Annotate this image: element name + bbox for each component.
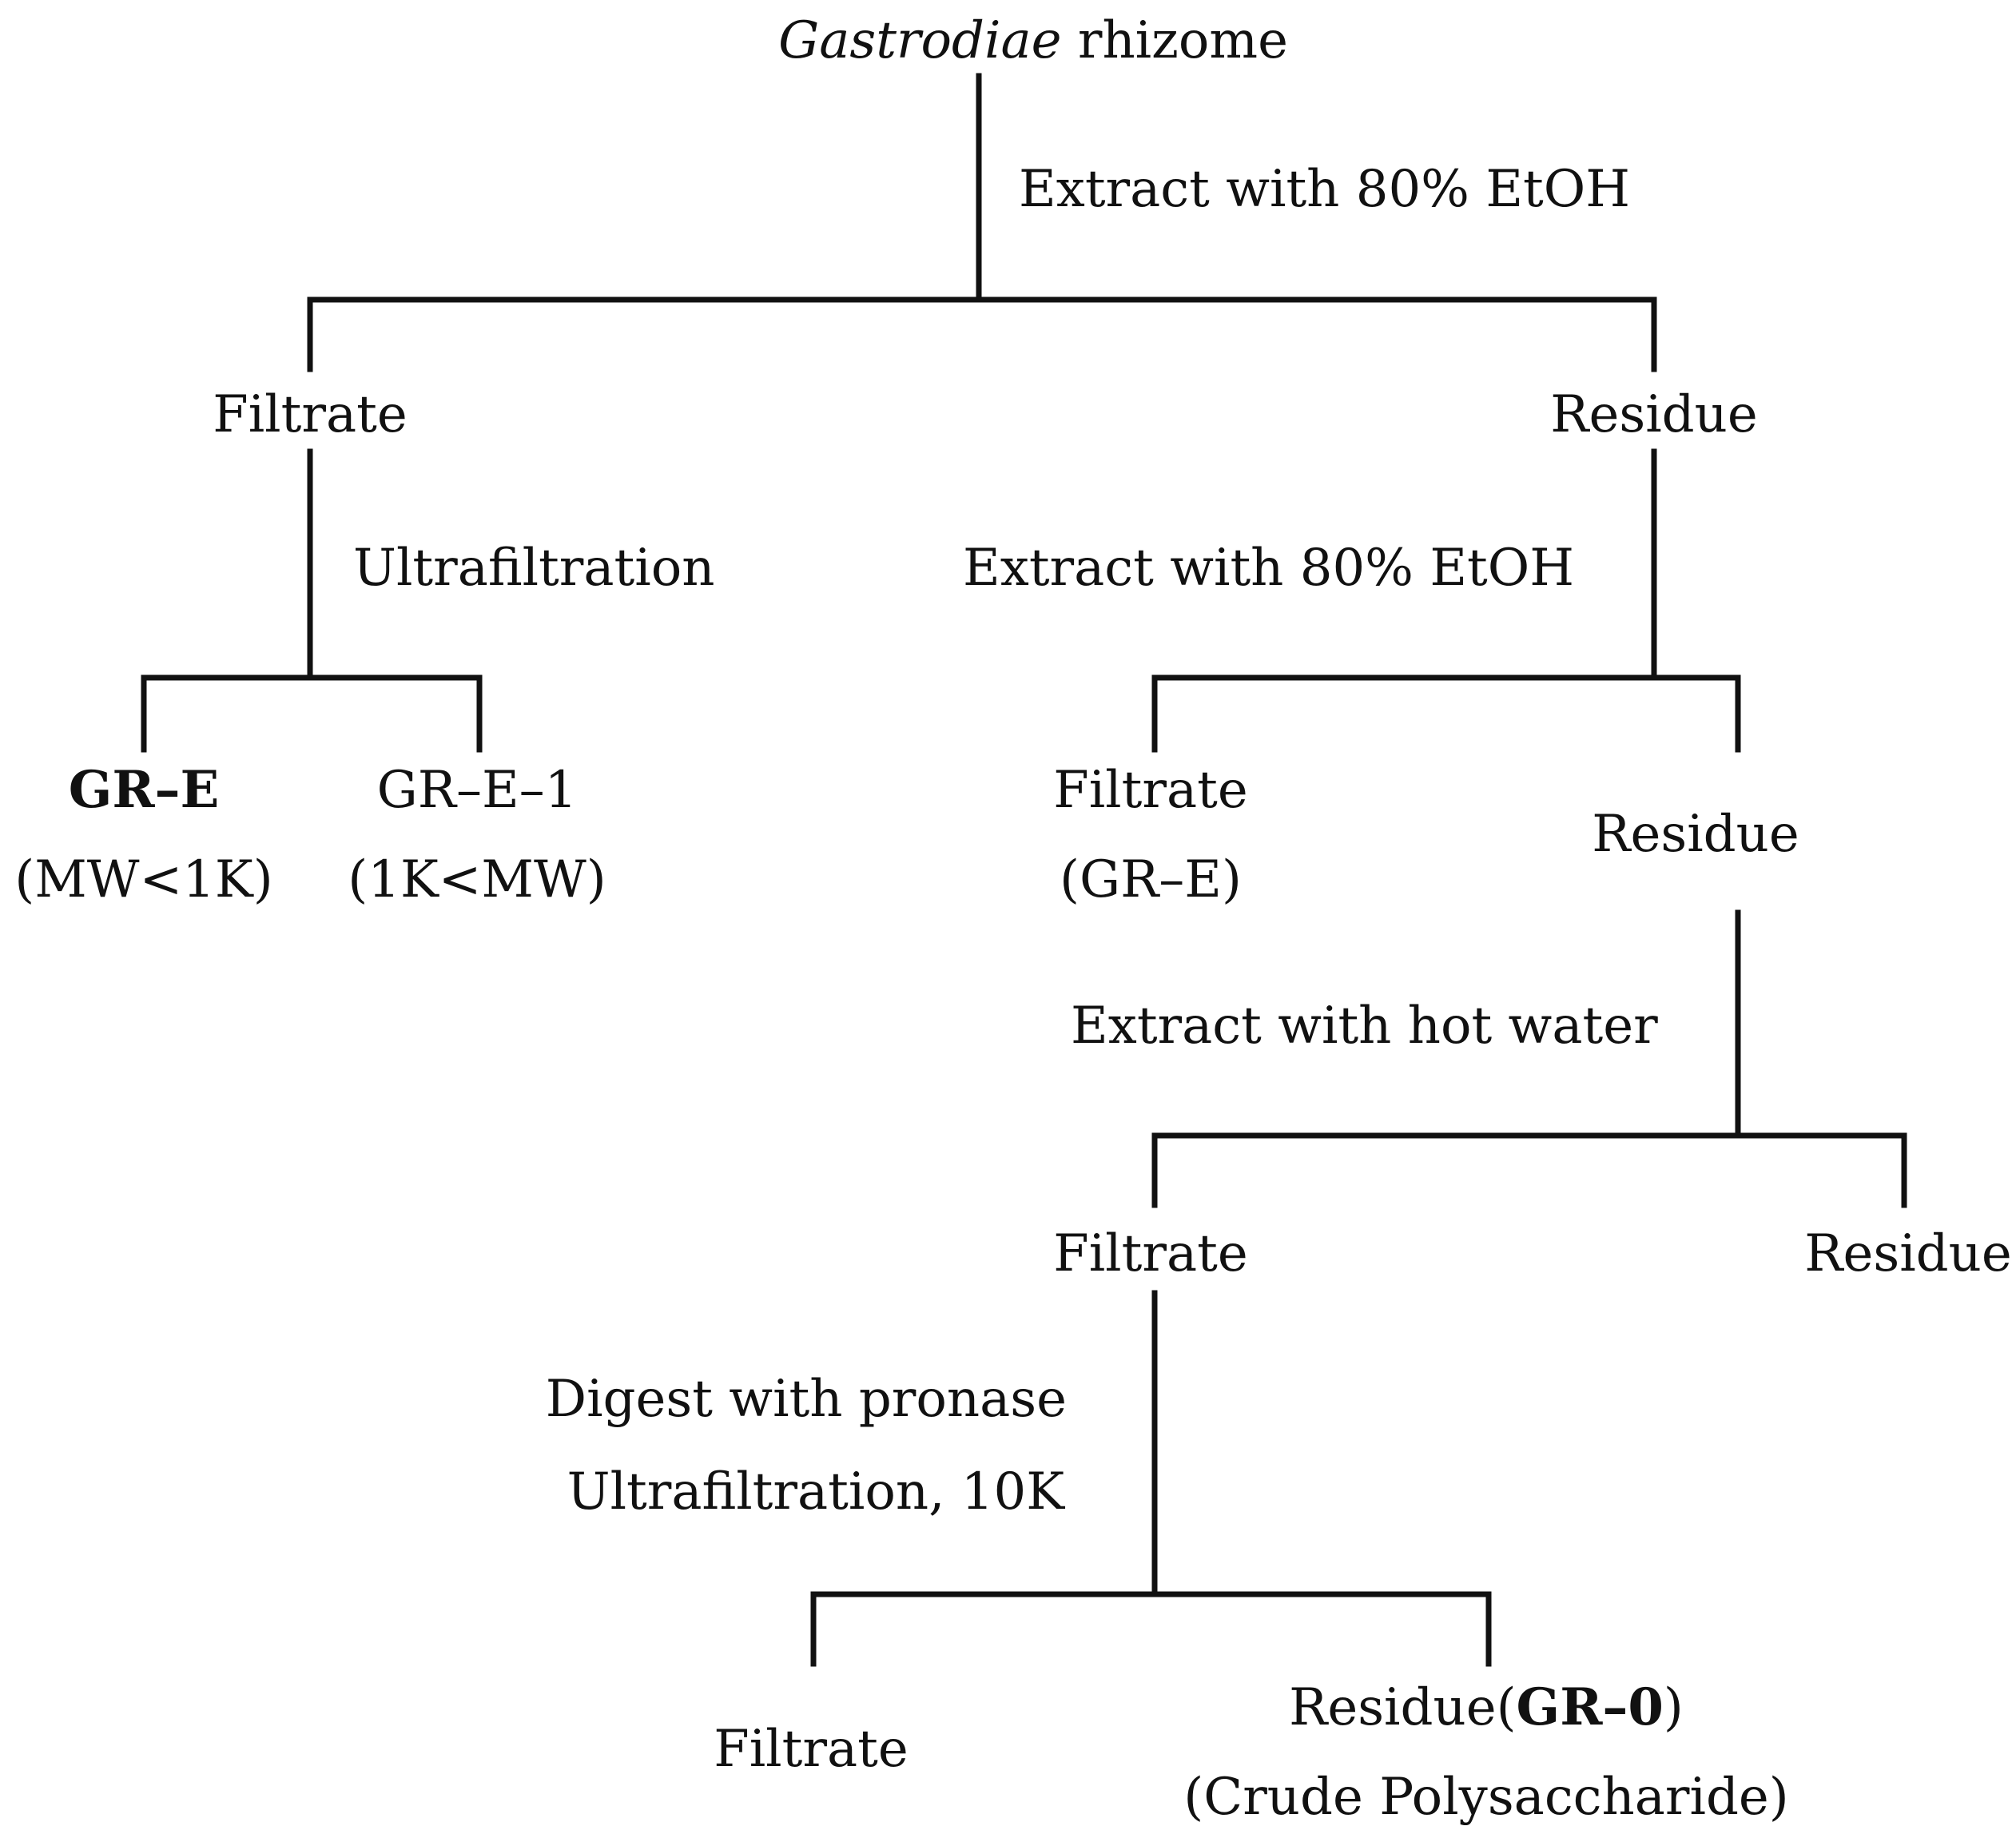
step-extract-ethanol-1: Extract with 80% EtOH [1019,160,1630,219]
step-extract-ethanol-2: Extract with 80% EtOH [963,539,1574,598]
node-filtrate-3: Filtrate [1053,1224,1247,1283]
node-filtrate-2: Filtrate [1053,761,1247,820]
node-filtrate-2-sub: (GR–E) [1060,850,1242,909]
step-digest-pronase: Digest with pronase [546,1370,1067,1429]
step-extract-hot-water: Extract with hot water [1071,997,1658,1056]
node-residue-1: Residue [1550,385,1757,444]
node-gr-e: GR–E [69,760,220,820]
node-gr-e-mw: (MW<1K) [14,850,272,909]
node-filtrate-1: Filtrate [213,385,407,444]
residue-gr-0-bold: GR–0 [1517,1677,1664,1737]
residue-gr-0-close: ) [1664,1678,1684,1737]
connector-lines [141,73,1907,1667]
node-crude-polysaccharide: (Crude Polysaccharide) [1183,1768,1789,1827]
node-gr-e-1: GR–E–1 [377,761,578,820]
node-filtrate-4: Filtrate [714,1720,908,1779]
root-label: Gastrodiae rhizome [778,11,1288,70]
step-ultrafiltration-10k: Ultrafiltration, 10K [567,1462,1066,1522]
node-gr-e-1-mw: (1K<MW) [348,850,606,909]
residue-gr-0-plain: Residue( [1289,1678,1516,1737]
node-residue-gr-0: Residue(GR–0) [1289,1677,1684,1737]
root-rest: rhizome [1062,11,1288,70]
root-italic: Gastrodiae [778,11,1061,70]
node-residue-2: Residue [1592,805,1799,864]
node-residue-3: Residue [1804,1224,2011,1283]
step-ultrafiltration: Ultrafiltration [353,539,714,598]
